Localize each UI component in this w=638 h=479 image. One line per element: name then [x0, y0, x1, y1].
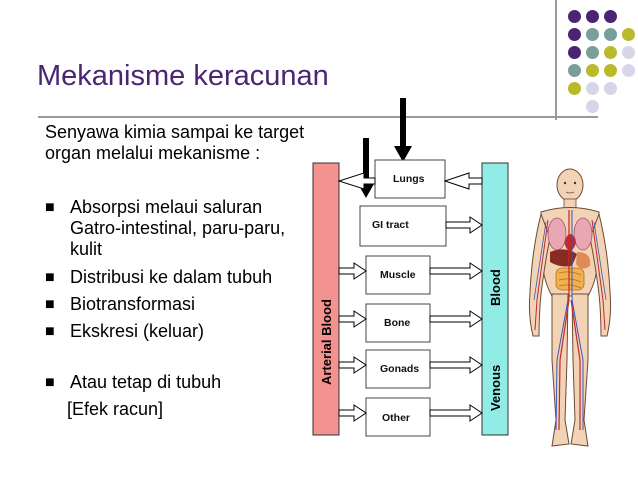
decorative-dot-icon: [568, 46, 581, 59]
arrow-icon: [357, 138, 375, 198]
bullet-icon: ■: [45, 269, 55, 286]
decorative-dot-icon: [586, 10, 599, 23]
organ-bone: Bone: [338, 303, 483, 343]
organ-label-gonads: Gonads: [380, 363, 419, 375]
decorative-dot-icon: [568, 28, 581, 41]
decorative-dot-icon: [604, 82, 617, 95]
decorative-dot-icon: [622, 46, 635, 59]
arrow-icon: [429, 356, 483, 374]
bullet-icon: ■: [45, 199, 55, 216]
bullet-icon: ■: [45, 323, 55, 340]
arrow-icon: [429, 404, 483, 422]
organ-label-bone: Bone: [384, 317, 410, 329]
arrow-icon: [338, 356, 367, 374]
divider-horizontal: [38, 116, 598, 118]
slide-title: Mekanisme keracunan: [37, 60, 329, 92]
decorative-dot-icon: [622, 64, 635, 77]
decorative-dot-icon: [568, 82, 581, 95]
decorative-dot-icon: [622, 28, 635, 41]
organ-label-lungs: Lungs: [393, 173, 425, 185]
bullet-text: Atau tetap di tubuh: [70, 372, 222, 392]
organ-gonads: Gonads: [338, 349, 483, 389]
decorative-dot-icon: [568, 10, 581, 23]
divider-vertical: [555, 0, 557, 120]
decorative-dot-icon: [586, 64, 599, 77]
decorative-dot-icon: [586, 28, 599, 41]
blood-label: Blood: [488, 269, 503, 306]
organ-label-gi-tract: GI tract: [372, 219, 409, 231]
bullet-icon: ■: [45, 296, 55, 313]
arrow-icon: [394, 98, 412, 162]
arterial-blood-label: Arterial Blood: [319, 299, 334, 385]
venous-blood-bar: [481, 162, 509, 436]
bullet-text: Absorpsi melaui saluran Gatro-intestinal…: [70, 197, 286, 259]
decorative-dot-icon: [604, 64, 617, 77]
arterial-blood-bar: [312, 162, 340, 436]
organ-lungs: Lungs: [337, 159, 483, 199]
organ-other: Other: [338, 397, 483, 437]
arrow-icon: [429, 262, 483, 280]
arrow-icon: [337, 172, 376, 190]
bullet-text: Distribusi ke dalam tubuh: [70, 267, 273, 287]
bullet-icon: ■: [45, 374, 55, 391]
decorative-dot-icon: [586, 46, 599, 59]
decorative-dot-icon: [586, 82, 599, 95]
arrow-icon: [429, 310, 483, 328]
decorative-dot-icon: [604, 46, 617, 59]
arrow-icon: [445, 216, 483, 234]
decorative-dot-icon: [586, 100, 599, 113]
arrow-icon: [443, 172, 483, 190]
bullet-text: Biotransformasi: [70, 294, 196, 314]
arrow-icon: [338, 262, 367, 280]
decorative-dot-icon: [604, 28, 617, 41]
organ-muscle: Muscle: [338, 255, 483, 295]
arrow-icon: [338, 404, 367, 422]
organ-gi-tract: GI tract: [359, 205, 483, 247]
human-anatomy-icon: [528, 168, 612, 447]
organ-label-other: Other: [382, 412, 410, 424]
bullet-text: Ekskresi (keluar): [70, 321, 205, 341]
arrow-icon: [338, 310, 367, 328]
organ-label-muscle: Muscle: [380, 269, 416, 281]
intro-text: Senyawa kimia sampai ke target organ mel…: [45, 122, 305, 163]
effect-text: [Efek racun]: [67, 399, 164, 419]
venous-label: Venous: [488, 365, 503, 411]
decorative-dot-icon: [568, 64, 581, 77]
decorative-dot-icon: [604, 10, 617, 23]
